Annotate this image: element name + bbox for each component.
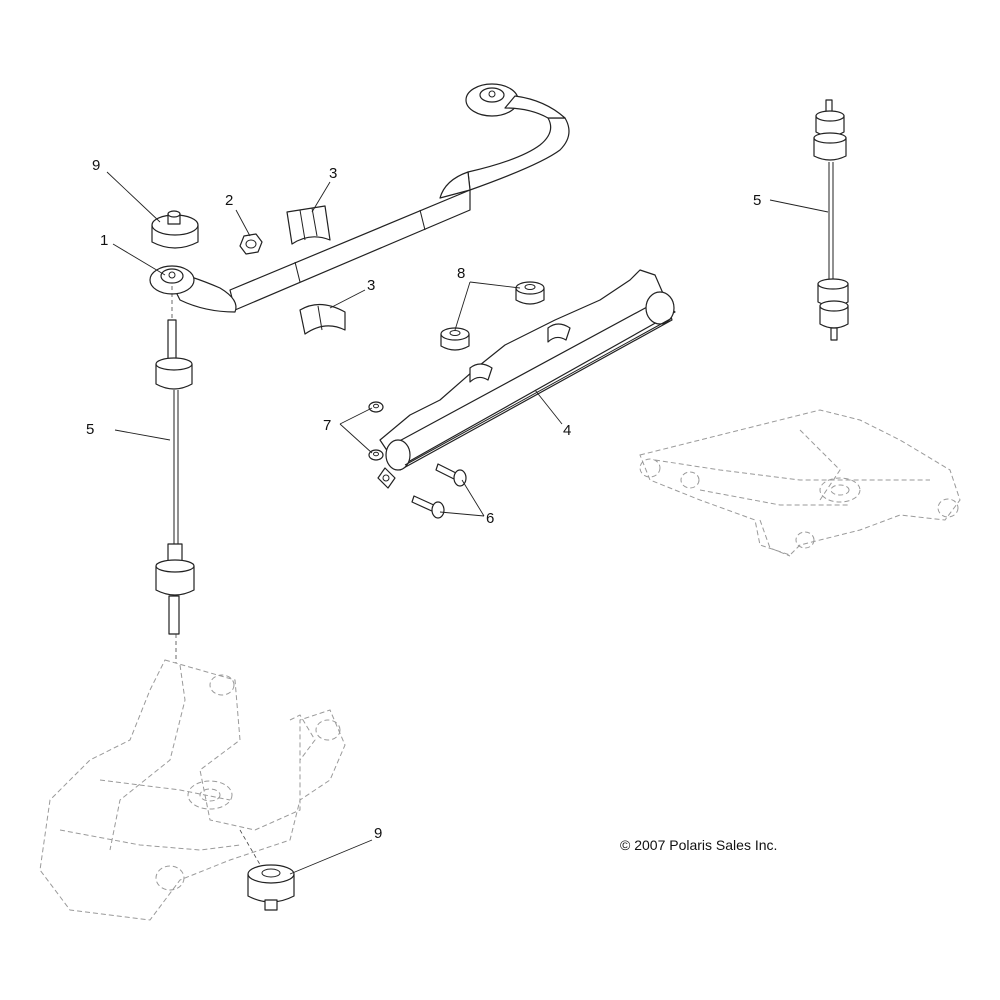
callout-labels: 1 2 3 3 4 5 5 6 7 8 9 9 bbox=[86, 157, 761, 842]
leader-7-bottom bbox=[339, 423, 373, 454]
callout-1: 1 bbox=[100, 232, 108, 249]
leader-1 bbox=[112, 243, 166, 276]
leader-3b bbox=[329, 289, 366, 309]
copyright-notice: © 2007 Polaris Sales Inc. bbox=[620, 837, 777, 853]
swing-arm-right bbox=[639, 409, 961, 557]
pin-6-lower bbox=[411, 495, 445, 519]
bar-clamp-upper bbox=[286, 205, 331, 245]
washer-7-lower bbox=[368, 449, 384, 461]
leader-8-right bbox=[469, 281, 521, 289]
callout-7: 7 bbox=[323, 417, 331, 434]
leader-9b bbox=[289, 839, 373, 875]
bushing-top-left bbox=[151, 210, 199, 249]
washer-7-upper bbox=[368, 401, 384, 413]
callout-9-lower: 9 bbox=[374, 825, 382, 842]
callout-2: 2 bbox=[225, 192, 233, 209]
bar-clamp-lower bbox=[299, 303, 346, 335]
bushing-8-upper bbox=[515, 281, 545, 305]
callout-5-right: 5 bbox=[753, 192, 761, 209]
link-rod-right bbox=[813, 99, 849, 341]
leader-9a bbox=[106, 171, 161, 223]
link-rod-left bbox=[155, 286, 195, 670]
callout-5-left: 5 bbox=[86, 421, 94, 438]
bushing-8-lower bbox=[440, 327, 470, 351]
swing-arm-lower-left bbox=[39, 659, 346, 921]
leader-lines bbox=[106, 171, 829, 875]
leader-7-top bbox=[339, 407, 373, 425]
leader-6-bottom bbox=[439, 511, 485, 517]
callout-4: 4 bbox=[563, 422, 571, 439]
callout-3-lower: 3 bbox=[367, 277, 375, 294]
leader-3a bbox=[311, 181, 331, 213]
callout-9-upper: 9 bbox=[92, 157, 100, 174]
leader-6-top bbox=[461, 479, 485, 517]
leader-5a bbox=[114, 429, 171, 441]
leader-2 bbox=[235, 209, 251, 237]
leader-5b bbox=[769, 199, 829, 213]
callout-8: 8 bbox=[457, 265, 465, 282]
pin-6-upper bbox=[435, 463, 467, 487]
callout-6: 6 bbox=[486, 510, 494, 527]
bushing-bottom bbox=[247, 864, 295, 911]
callout-3-upper: 3 bbox=[329, 165, 337, 182]
stabilizer-bar bbox=[149, 83, 570, 313]
leader-8-left bbox=[454, 281, 471, 331]
cross-tube-bracket bbox=[377, 269, 676, 489]
nut bbox=[239, 233, 263, 255]
leader-4 bbox=[534, 389, 563, 425]
